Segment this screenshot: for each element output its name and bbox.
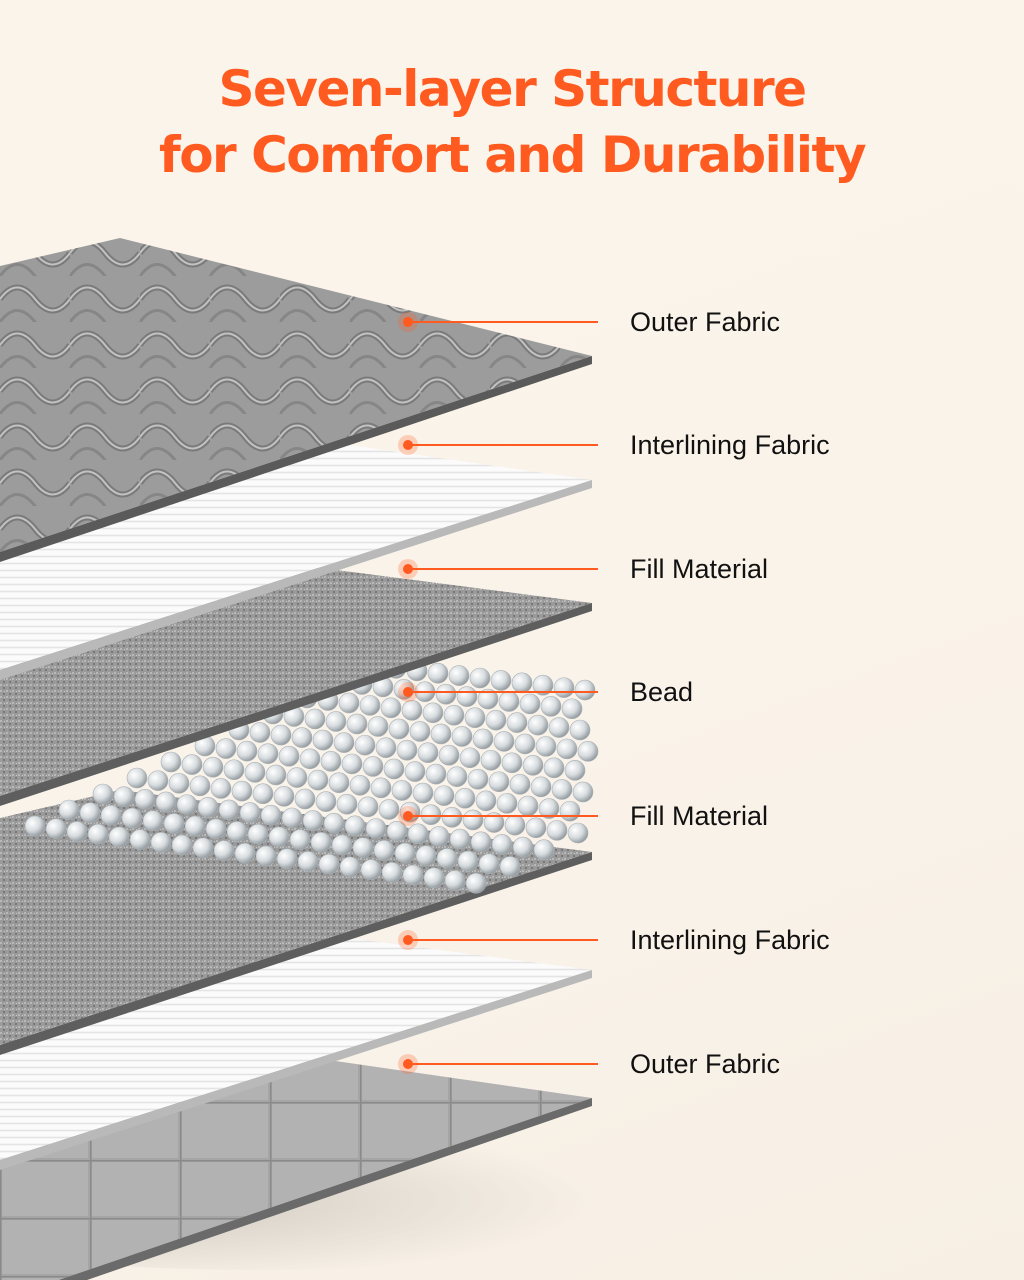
leader-dot — [403, 317, 413, 327]
layer-label: Outer Fabric — [630, 307, 781, 337]
bead-layer — [24, 655, 599, 894]
layer-label: Fill Material — [630, 801, 769, 831]
page-title: Seven-layer Structure for Comfort and Du… — [0, 56, 1024, 188]
layer-label: Fill Material — [630, 554, 769, 584]
title-line-2: for Comfort and Durability — [158, 126, 867, 184]
leader-dot — [403, 440, 413, 450]
layer-label: Interlining Fabric — [630, 925, 830, 955]
leader-dot — [403, 935, 413, 945]
layer-edge — [0, 356, 592, 562]
layer-edge — [0, 852, 592, 1055]
leader-dot — [403, 687, 413, 697]
leader-dot — [403, 1059, 413, 1069]
layer-edge — [0, 603, 592, 806]
layer-sheets — [0, 238, 599, 1280]
layer-edge — [0, 970, 592, 1170]
leader-lines — [398, 312, 598, 1074]
layer-label: Outer Fabric — [630, 1049, 781, 1079]
title-line-1: Seven-layer Structure — [218, 60, 807, 118]
leader-dot — [403, 564, 413, 574]
leader-dot — [403, 811, 413, 821]
layer-label: Bead — [630, 677, 694, 707]
layer-label: Interlining Fabric — [630, 430, 830, 460]
layer-edge — [58, 1098, 592, 1280]
layer-edge — [0, 480, 592, 680]
layer-sheet-knit-patterned-gray — [0, 238, 592, 552]
